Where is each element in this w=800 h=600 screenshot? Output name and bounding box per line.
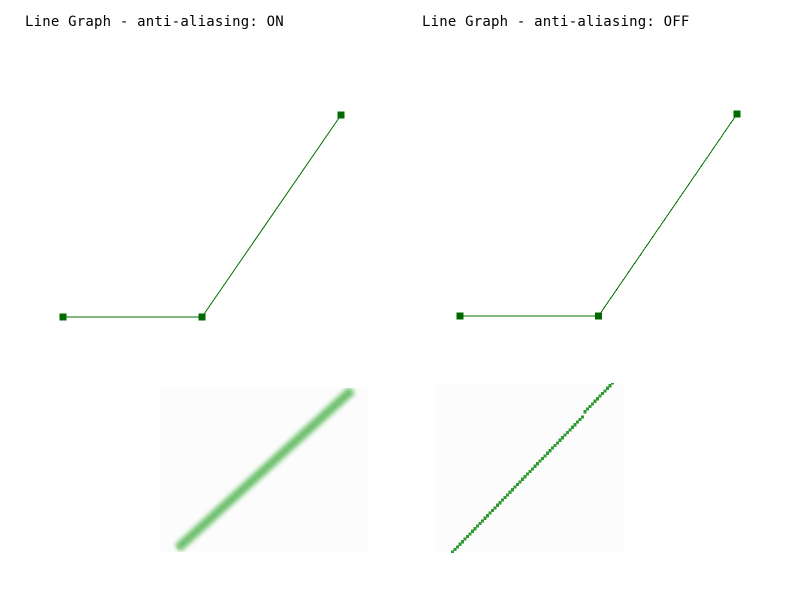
zoom-pixel-steps	[451, 381, 615, 554]
series-line-off	[460, 113, 738, 317]
data-point-on-1	[59, 313, 67, 321]
zoom-line-off	[451, 381, 615, 554]
data-point-off-3	[733, 110, 741, 118]
series-line-on	[63, 114, 342, 318]
zoom-inset-on	[160, 386, 368, 552]
zoom-line-halo	[174, 386, 356, 552]
chart-title-on: Line Graph - anti-aliasing: ON	[25, 14, 284, 30]
chart-title-off: Line Graph - anti-aliasing: OFF	[422, 14, 690, 30]
zoom-line-on	[174, 386, 356, 552]
line-graph-on	[59, 111, 345, 321]
chart-panel-antialias-on: Line Graph - anti-aliasing: ON	[25, 14, 368, 552]
chart-panel-antialias-off: Line Graph - anti-aliasing: OFF	[400, 0, 800, 600]
data-point-on-2	[198, 313, 206, 321]
zoom-inset-off	[436, 381, 624, 554]
data-point-off-1	[456, 312, 464, 320]
data-point-off-2	[595, 312, 602, 320]
data-point-on-3	[337, 111, 345, 119]
line-graph-off	[456, 110, 741, 320]
